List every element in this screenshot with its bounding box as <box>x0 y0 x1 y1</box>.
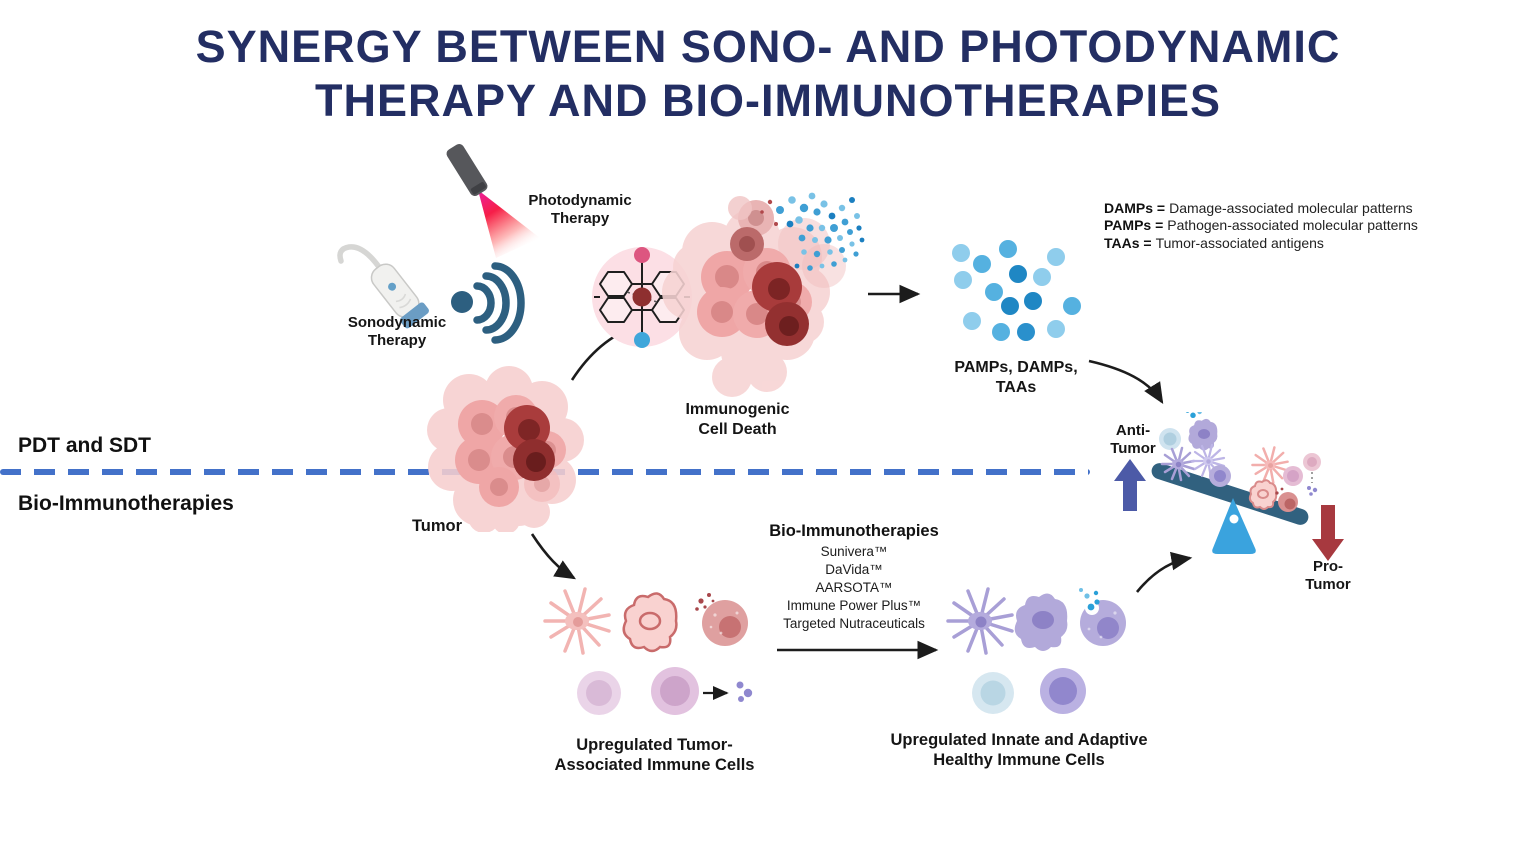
sonodynamic-therapy-label: Sonodynamic Therapy <box>347 314 447 350</box>
photodynamic-therapy-label: Photodynamic Therapy <box>528 192 632 228</box>
pink-dendritic-cell-icon <box>543 587 611 655</box>
tumor-cell-cluster <box>427 366 584 532</box>
pink-lymphocyte-1 <box>577 671 621 715</box>
bio-product-sunivera: Sunivera™ <box>820 544 888 559</box>
purple-macrophage-icon <box>1014 593 1068 651</box>
bio-product-targeted-nutraceuticals: Targeted Nutraceuticals <box>783 616 925 632</box>
laser-pointer-icon <box>446 143 540 258</box>
ultrasound-probe-icon <box>337 244 429 329</box>
bio-immunotherapies-block: Bio-Immunotherapies Sunivera™ DaVida™ AA… <box>763 522 945 633</box>
released-signal-spray <box>760 192 865 271</box>
legend-row-taas: TAAs =Tumor-associated antigens <box>1104 235 1536 252</box>
anti-tumor-cells <box>1159 412 1231 487</box>
legend-row-pamps: PAMPs =Pathogen-associated molecular pat… <box>1104 217 1536 234</box>
anti-tumor-label: Anti-Tumor <box>1110 422 1156 458</box>
arrow-signals-to-balance <box>1088 359 1164 404</box>
signal-molecules-dots <box>952 240 1081 341</box>
legend-abbr-damps: DAMPs = <box>1104 200 1166 216</box>
legend-def-damps: Damage-associated molecular patterns <box>1169 200 1413 216</box>
section-label-bio-immunotherapies: Bio-Immunotherapies <box>18 492 234 515</box>
pink-round-macrophage-icon <box>695 593 748 646</box>
purple-dendritic-cell-icon <box>946 587 1014 655</box>
bio-product-davida: DaVida™ <box>825 562 883 578</box>
bio-immunotherapies-heading: Bio-Immunotherapies <box>769 522 939 540</box>
bio-product-aarsota: AARSOTA™ <box>815 580 893 596</box>
signals-label: PAMPs, DAMPs, TAAs <box>954 359 1078 396</box>
immunogenic-cell-death-label: Immunogenic Cell Death <box>685 401 790 438</box>
arrow-healthy-cells-to-balance <box>1135 551 1193 593</box>
pink-macrophage-icon <box>622 592 678 653</box>
tumor-label: Tumor <box>411 517 463 535</box>
laser-beam <box>478 190 540 258</box>
tumor-associated-immune-cells-label: Upregulated Tumor-Associated Immune Cell… <box>554 736 755 775</box>
title-line2: THERAPY AND BIO-IMMUNOTHERAPIES <box>314 75 1222 126</box>
probe-body <box>370 263 429 329</box>
pro-tumor-cells <box>1248 446 1321 512</box>
purple-round-macrophage-icon <box>1079 588 1126 646</box>
pro-tumor-label: Pro-Tumor <box>1305 558 1351 594</box>
fulcrum-dot <box>1229 514 1239 524</box>
balance-scale <box>1151 412 1321 554</box>
immunogenic-cell-death-cluster <box>662 192 865 397</box>
abbreviation-legend: DAMPs =Damage-associated molecular patte… <box>1104 200 1536 252</box>
molecule-center-atom <box>632 287 652 307</box>
sound-waves-icon <box>451 262 525 344</box>
anti-tumor-arrow-icon <box>1114 459 1146 511</box>
laser-body <box>446 143 488 197</box>
legend-def-taas: Tumor-associated antigens <box>1155 234 1324 251</box>
arrow-tumor-to-immune-cells <box>530 533 577 580</box>
tumor-associated-immune-cells-group <box>543 587 753 715</box>
legend-abbr-pamps: PAMPs = <box>1104 217 1164 234</box>
pink-lymphocyte-2 <box>651 667 699 715</box>
molecule-top-atom <box>634 247 650 263</box>
healthy-immune-cells-group <box>946 587 1126 714</box>
purple-lymphocyte <box>1040 668 1086 714</box>
title-line1: SYNERGY BETWEEN SONO- AND PHOTODYNAMIC <box>195 21 1341 72</box>
healthy-immune-cells-label: Upregulated Innate and Adaptive Healthy … <box>890 731 1148 770</box>
balance-beam <box>1151 463 1309 525</box>
engulfed-signal-dots <box>1079 588 1100 611</box>
section-label-pdt-sdt: PDT and SDT <box>18 434 152 457</box>
legend-row-damps: DAMPs =Damage-associated molecular patte… <box>1104 200 1536 217</box>
bio-product-immune-power-plus: Immune Power Plus™ <box>786 598 922 614</box>
probe-cable <box>337 244 382 270</box>
molecule-bottom-atom <box>634 332 650 348</box>
balance-fulcrum <box>1212 498 1256 554</box>
pro-tumor-arrow-icon <box>1312 505 1344 561</box>
light-blue-lymphocyte <box>972 672 1014 714</box>
legend-def-pamps: Pathogen-associated molecular patterns <box>1167 217 1418 234</box>
secreted-vesicles-dots <box>736 681 753 702</box>
legend-abbr-taas: TAAs = <box>1104 234 1152 251</box>
